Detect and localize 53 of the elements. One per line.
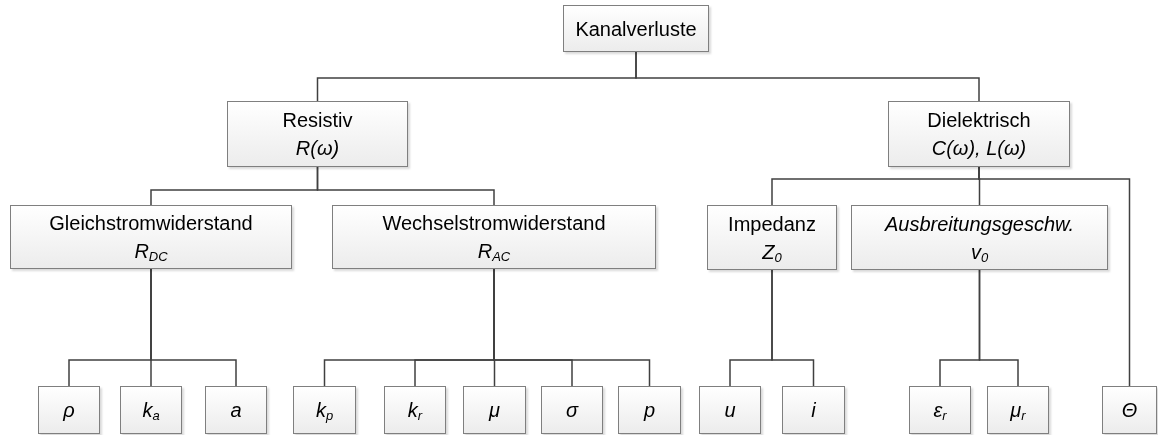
box-title: μ [489, 398, 500, 423]
hierarchy-box [227, 101, 408, 167]
connector-line [150, 268, 237, 387]
hierarchy-box [541, 386, 603, 434]
connector-line [978, 166, 1131, 387]
hierarchy-box [120, 386, 182, 434]
box-title: Gleichstromwiderstand [49, 211, 253, 236]
box-title: Θ [1121, 398, 1138, 423]
box-title: p [643, 398, 656, 423]
box-title: i [811, 398, 816, 423]
hierarchy-box [699, 386, 761, 434]
hierarchy-box [38, 386, 100, 434]
box-symbol: v$_{0}$ [970, 239, 989, 266]
box-title: a [230, 398, 242, 423]
hierarchy-box [707, 205, 837, 270]
hierarchy-box [1102, 386, 1157, 434]
box-title: Wechselstromwiderstand [382, 211, 606, 236]
connector-line [635, 51, 980, 102]
box-symbol: Z$_{0}$ [762, 239, 782, 266]
box-title: ε$_{r}$ [933, 398, 947, 424]
box-title: Dielektrisch [927, 108, 1031, 133]
box-title: k$_{r}$ [407, 398, 423, 424]
box-title: Kanalverluste [575, 16, 697, 42]
hierarchy-box [618, 386, 681, 434]
box-title: σ [565, 398, 579, 423]
hierarchy-box [332, 205, 656, 269]
box-title: k$_{a}$ [142, 398, 160, 424]
box-title: Impedanz [728, 211, 816, 237]
connector-line [978, 269, 1019, 387]
box-symbol: R$_{DC}$ [134, 239, 168, 265]
hierarchy-box [563, 5, 709, 52]
box-symbol: C(ω), L(ω) [931, 136, 1027, 161]
hierarchy-box [205, 386, 267, 434]
hierarchy-box [782, 386, 845, 434]
connector-line [771, 269, 815, 387]
hierarchy-box [10, 205, 292, 269]
hierarchy-box [293, 386, 356, 434]
hierarchy-box [463, 386, 526, 434]
box-symbol: R$_{AC}$ [477, 239, 511, 265]
box-title: u [724, 398, 736, 423]
hierarchy-box [909, 386, 971, 434]
box-title: k$_{p}$ [315, 398, 334, 424]
box-title: ρ [63, 398, 75, 423]
hierarchy-box [851, 205, 1108, 270]
box-title: Resistiv [282, 108, 353, 133]
hierarchy-box [888, 101, 1070, 167]
hierarchy-box [987, 386, 1049, 434]
connector-line [493, 268, 651, 387]
connector-line [316, 166, 495, 206]
box-symbol: R(ω) [295, 136, 340, 161]
hierarchy-box [384, 386, 446, 434]
box-title: Ausbreitungsgeschw. [885, 211, 1074, 237]
box-title: μ$_{r}$ [1010, 398, 1026, 424]
